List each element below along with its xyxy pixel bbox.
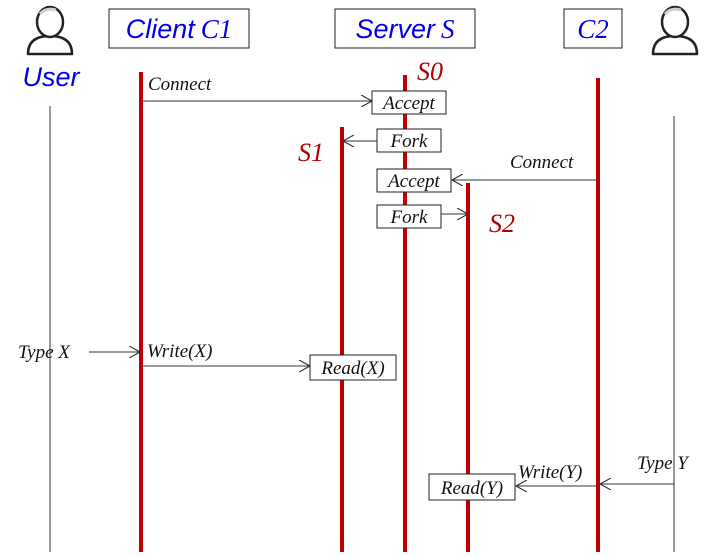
- server-header-symbol: S: [441, 14, 455, 44]
- write-y-label: Write(Y): [518, 462, 582, 483]
- c2-header: C2: [563, 8, 623, 49]
- server-header-word: Server: [355, 14, 436, 44]
- fork-1-box: Fork: [376, 128, 442, 153]
- svg-text:Fork: Fork: [390, 207, 429, 228]
- client-header-word: Client: [126, 14, 197, 44]
- type-y-label: Type Y: [637, 453, 690, 474]
- svg-text:Read(X): Read(X): [320, 358, 384, 379]
- write-x-label: Write(X): [147, 341, 212, 362]
- svg-text:Accept: Accept: [386, 171, 440, 192]
- read-x-box: Read(X): [309, 354, 397, 381]
- c2-header-symbol: C2: [577, 14, 609, 44]
- connect-c1-label: Connect: [148, 74, 212, 95]
- accept-2-box: Accept: [376, 168, 452, 193]
- svg-text:Accept: Accept: [381, 93, 435, 114]
- connect-c2-label: Connect: [510, 152, 574, 173]
- type-x-label: Type X: [18, 342, 71, 363]
- svg-text:Fork: Fork: [390, 131, 429, 152]
- read-y-box: Read(Y): [428, 473, 516, 501]
- process-label-s1: S1: [298, 138, 324, 167]
- user-label: User: [22, 62, 80, 92]
- svg-text:Read(Y): Read(Y): [440, 478, 503, 499]
- fork-2-box: Fork: [376, 204, 442, 229]
- accept-1-box: Accept: [371, 90, 447, 115]
- process-label-s0: S0: [417, 57, 443, 86]
- user-icon: [26, 5, 74, 56]
- process-label-s2: S2: [489, 209, 515, 238]
- user-icon: [651, 5, 699, 56]
- client-header-symbol: C1: [201, 14, 233, 44]
